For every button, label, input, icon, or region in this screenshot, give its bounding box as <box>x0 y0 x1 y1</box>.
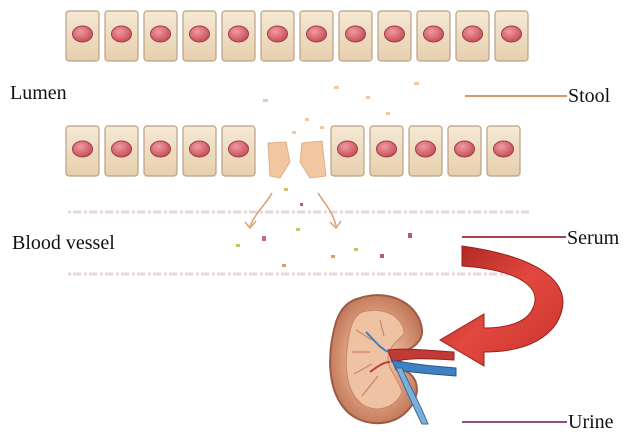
epithelial-cell-icon <box>409 126 442 176</box>
epithelial-cell-icon <box>66 11 99 61</box>
top-epithelial-row <box>66 11 528 61</box>
blood-vessel-label: Blood vessel <box>12 233 115 253</box>
epithelial-cell-icon <box>456 11 489 61</box>
urine-label: Urine <box>568 412 614 432</box>
kidney-icon <box>330 295 456 424</box>
serum-label: Serum <box>567 228 619 248</box>
epithelial-cell-icon <box>487 126 520 176</box>
epithelial-cell-icon <box>339 11 372 61</box>
serum-particles <box>236 188 412 267</box>
epithelial-cell-icon <box>331 126 364 176</box>
epithelial-cell-icon <box>417 11 450 61</box>
lumen-label: Lumen <box>10 83 67 103</box>
epithelial-cell-icon <box>183 11 216 61</box>
epithelial-cell-icon <box>378 11 411 61</box>
epithelial-cell-icon <box>66 126 99 176</box>
disrupted-cells <box>268 141 326 178</box>
stool-label: Stool <box>568 86 610 106</box>
epithelial-cell-icon <box>448 126 481 176</box>
epithelial-cell-icon <box>261 11 294 61</box>
epithelial-cell-icon <box>495 11 528 61</box>
epithelial-cell-icon <box>222 126 255 176</box>
epithelial-cell-icon <box>105 126 138 176</box>
epithelial-cell-icon <box>183 126 216 176</box>
curved-arrow-icon <box>440 246 563 366</box>
epithelial-cell-icon <box>222 11 255 61</box>
epithelial-cell-icon <box>300 11 333 61</box>
epithelial-cell-icon <box>144 11 177 61</box>
epithelial-cell-icon <box>105 11 138 61</box>
epithelial-cell-icon <box>144 126 177 176</box>
epithelial-cell-icon <box>370 126 403 176</box>
